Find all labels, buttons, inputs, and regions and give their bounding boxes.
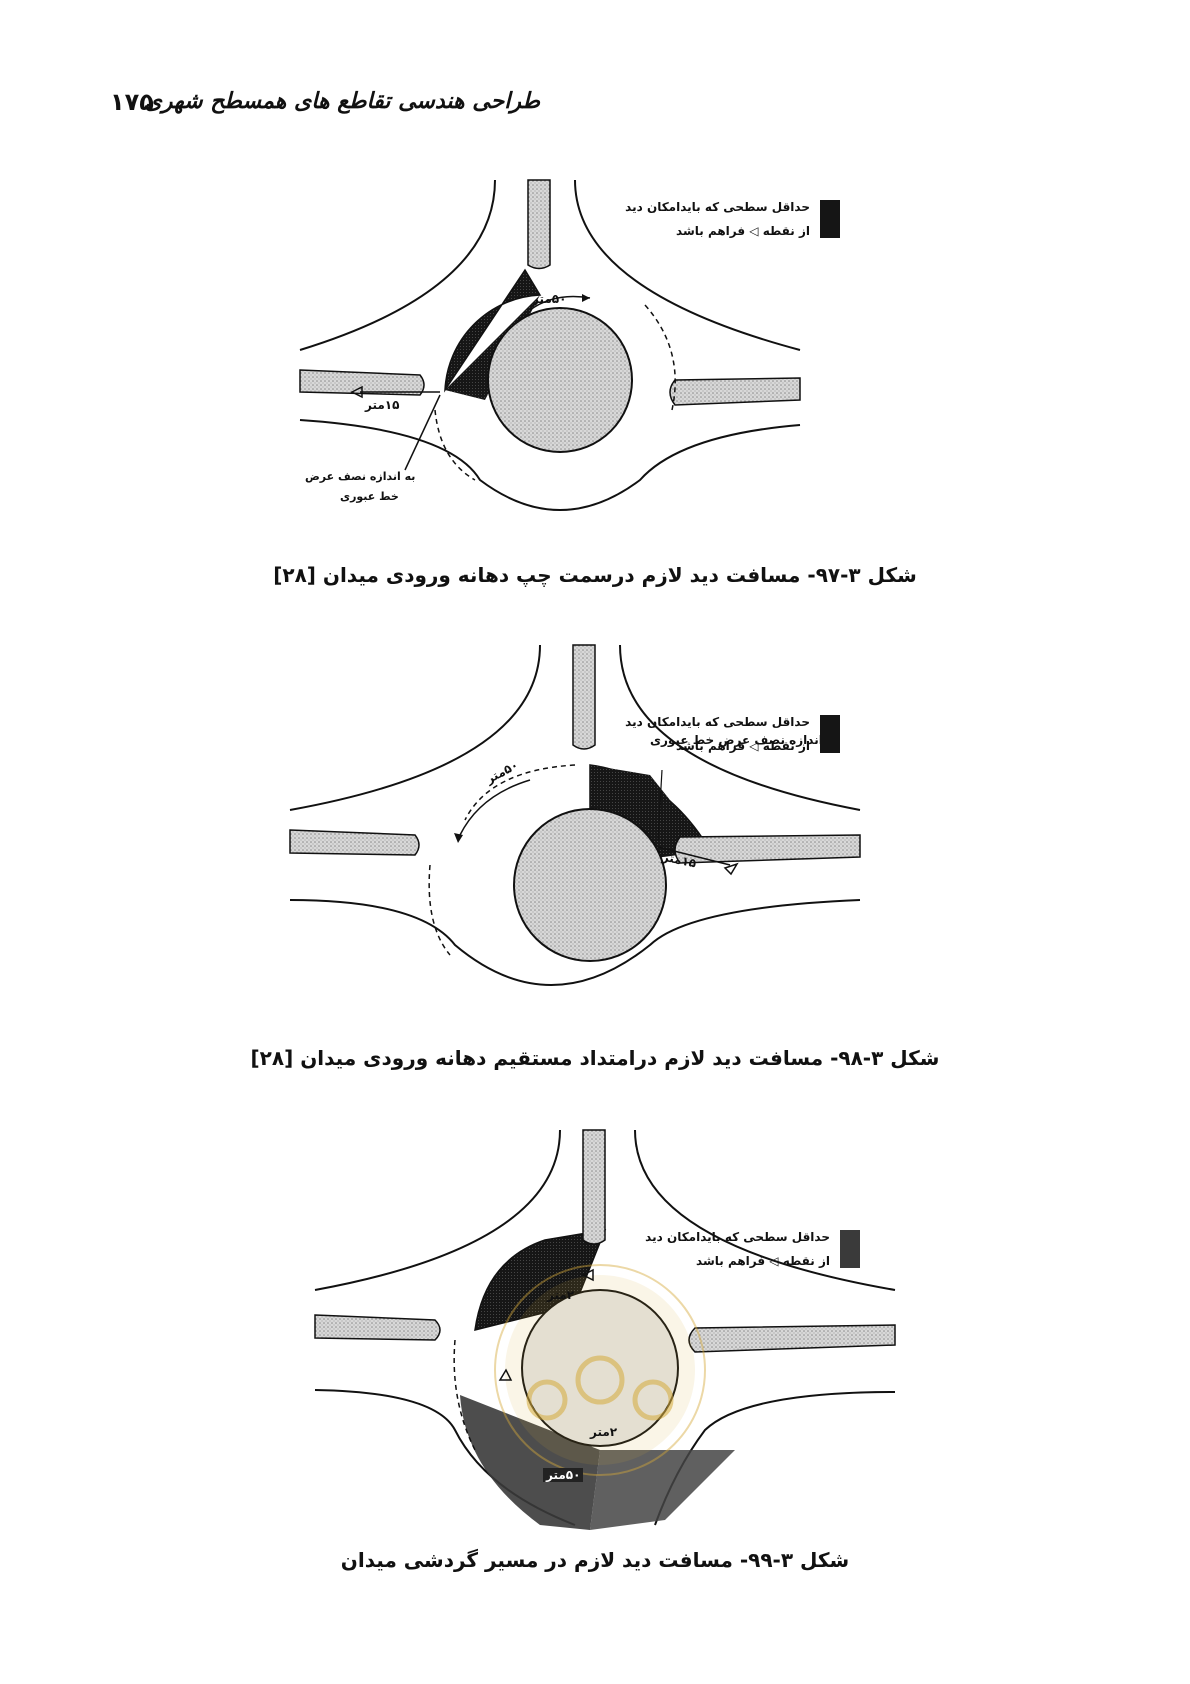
roundabout-diagram-3 bbox=[314, 1129, 896, 1530]
caption-3-99: شکل ۳-۹۹- مسافت دید لازم در مسیر گردشی م… bbox=[340, 1548, 850, 1572]
caption-3-98: شکل ۳-۹۸- مسافت دید لازم درامتداد مستقیم… bbox=[250, 1046, 940, 1070]
label-half-width-1: به اندازه نصف عرض bbox=[305, 470, 416, 483]
legend-line-2: از نقطه ◁ فراهم باشد bbox=[676, 739, 810, 753]
caption-3-97: شکل ۳-۹۷- مسافت دید لازم درسمت چپ دهانه … bbox=[273, 563, 917, 587]
label-50m: ۵۰متر bbox=[543, 1468, 584, 1483]
label-half-width: به اندازه نصف عرض خط عبوری bbox=[650, 733, 839, 747]
legend-line-2: از نقطه ◁ فراهم باشد bbox=[696, 1254, 830, 1268]
legend-line-1: حداقل سطحی که بایدامکان دید bbox=[645, 1230, 830, 1244]
legend-line-2: از نقطه ◁ فراهم باشد bbox=[676, 224, 810, 238]
page-header: طراحی هندسی تقاطع های همسطح شهری ۱۷۵ bbox=[110, 86, 540, 126]
legend-line-1: حداقل سطحی که بایدامکان دید bbox=[625, 200, 810, 214]
figure-3-99: ۲متر ۲متر ۵۰متر حداقل سطحی که بایدامکان … bbox=[314, 1129, 896, 1530]
legend-swatch bbox=[820, 715, 840, 753]
label-2m-top: ۲متر bbox=[547, 1288, 575, 1302]
legend-3: حداقل سطحی که بایدامکان دید از نقطه ◁ فر… bbox=[630, 1230, 860, 1280]
roundabout-diagram-1 bbox=[299, 179, 801, 511]
legend-line-1: حداقل سطحی که بایدامکان دید bbox=[625, 715, 810, 729]
label-15m: ۱۵متر bbox=[365, 398, 400, 412]
legend-swatch bbox=[820, 200, 840, 238]
legend-swatch bbox=[840, 1230, 860, 1268]
figure-3-97: ۵۰متر ۱۵متر به اندازه نصف عرض خط عبوری ح… bbox=[299, 179, 860, 560]
page-number: ۱۷۵ bbox=[110, 88, 154, 116]
roundabout-diagram-2 bbox=[289, 644, 861, 986]
label-2m-bottom: ۲متر bbox=[590, 1425, 618, 1439]
header-title: طراحی هندسی تقاطع های همسطح شهری bbox=[144, 88, 540, 114]
label-half-width-2: خط عبوری bbox=[340, 490, 399, 503]
figure-3-98: به اندازه نصف عرض خط عبوری ۵۰متر ۱۵متر ح… bbox=[289, 644, 870, 1035]
legend-1: حداقل سطحی که بایدامکان دید از نقطه ◁ فر… bbox=[610, 200, 840, 250]
label-50m: ۵۰متر bbox=[532, 292, 567, 306]
legend-2: حداقل سطحی که بایدامکان دید از نقطه ◁ فر… bbox=[610, 715, 840, 765]
